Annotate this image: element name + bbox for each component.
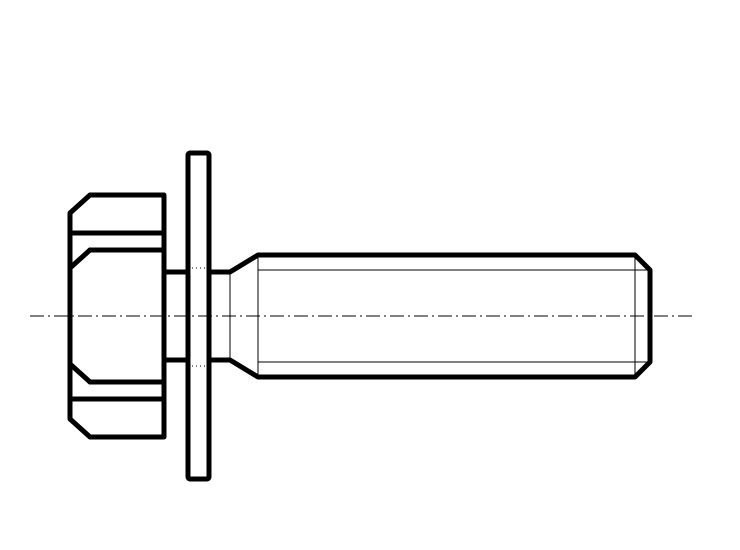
- bolt-shank: [206, 252, 653, 380]
- washer: [185, 150, 212, 482]
- hex-head: [67, 192, 167, 440]
- head-neck: [161, 267, 210, 367]
- hex-head-mid-face: [67, 247, 93, 385]
- hex-head-outline: [67, 192, 167, 440]
- shank-outline: [206, 252, 653, 380]
